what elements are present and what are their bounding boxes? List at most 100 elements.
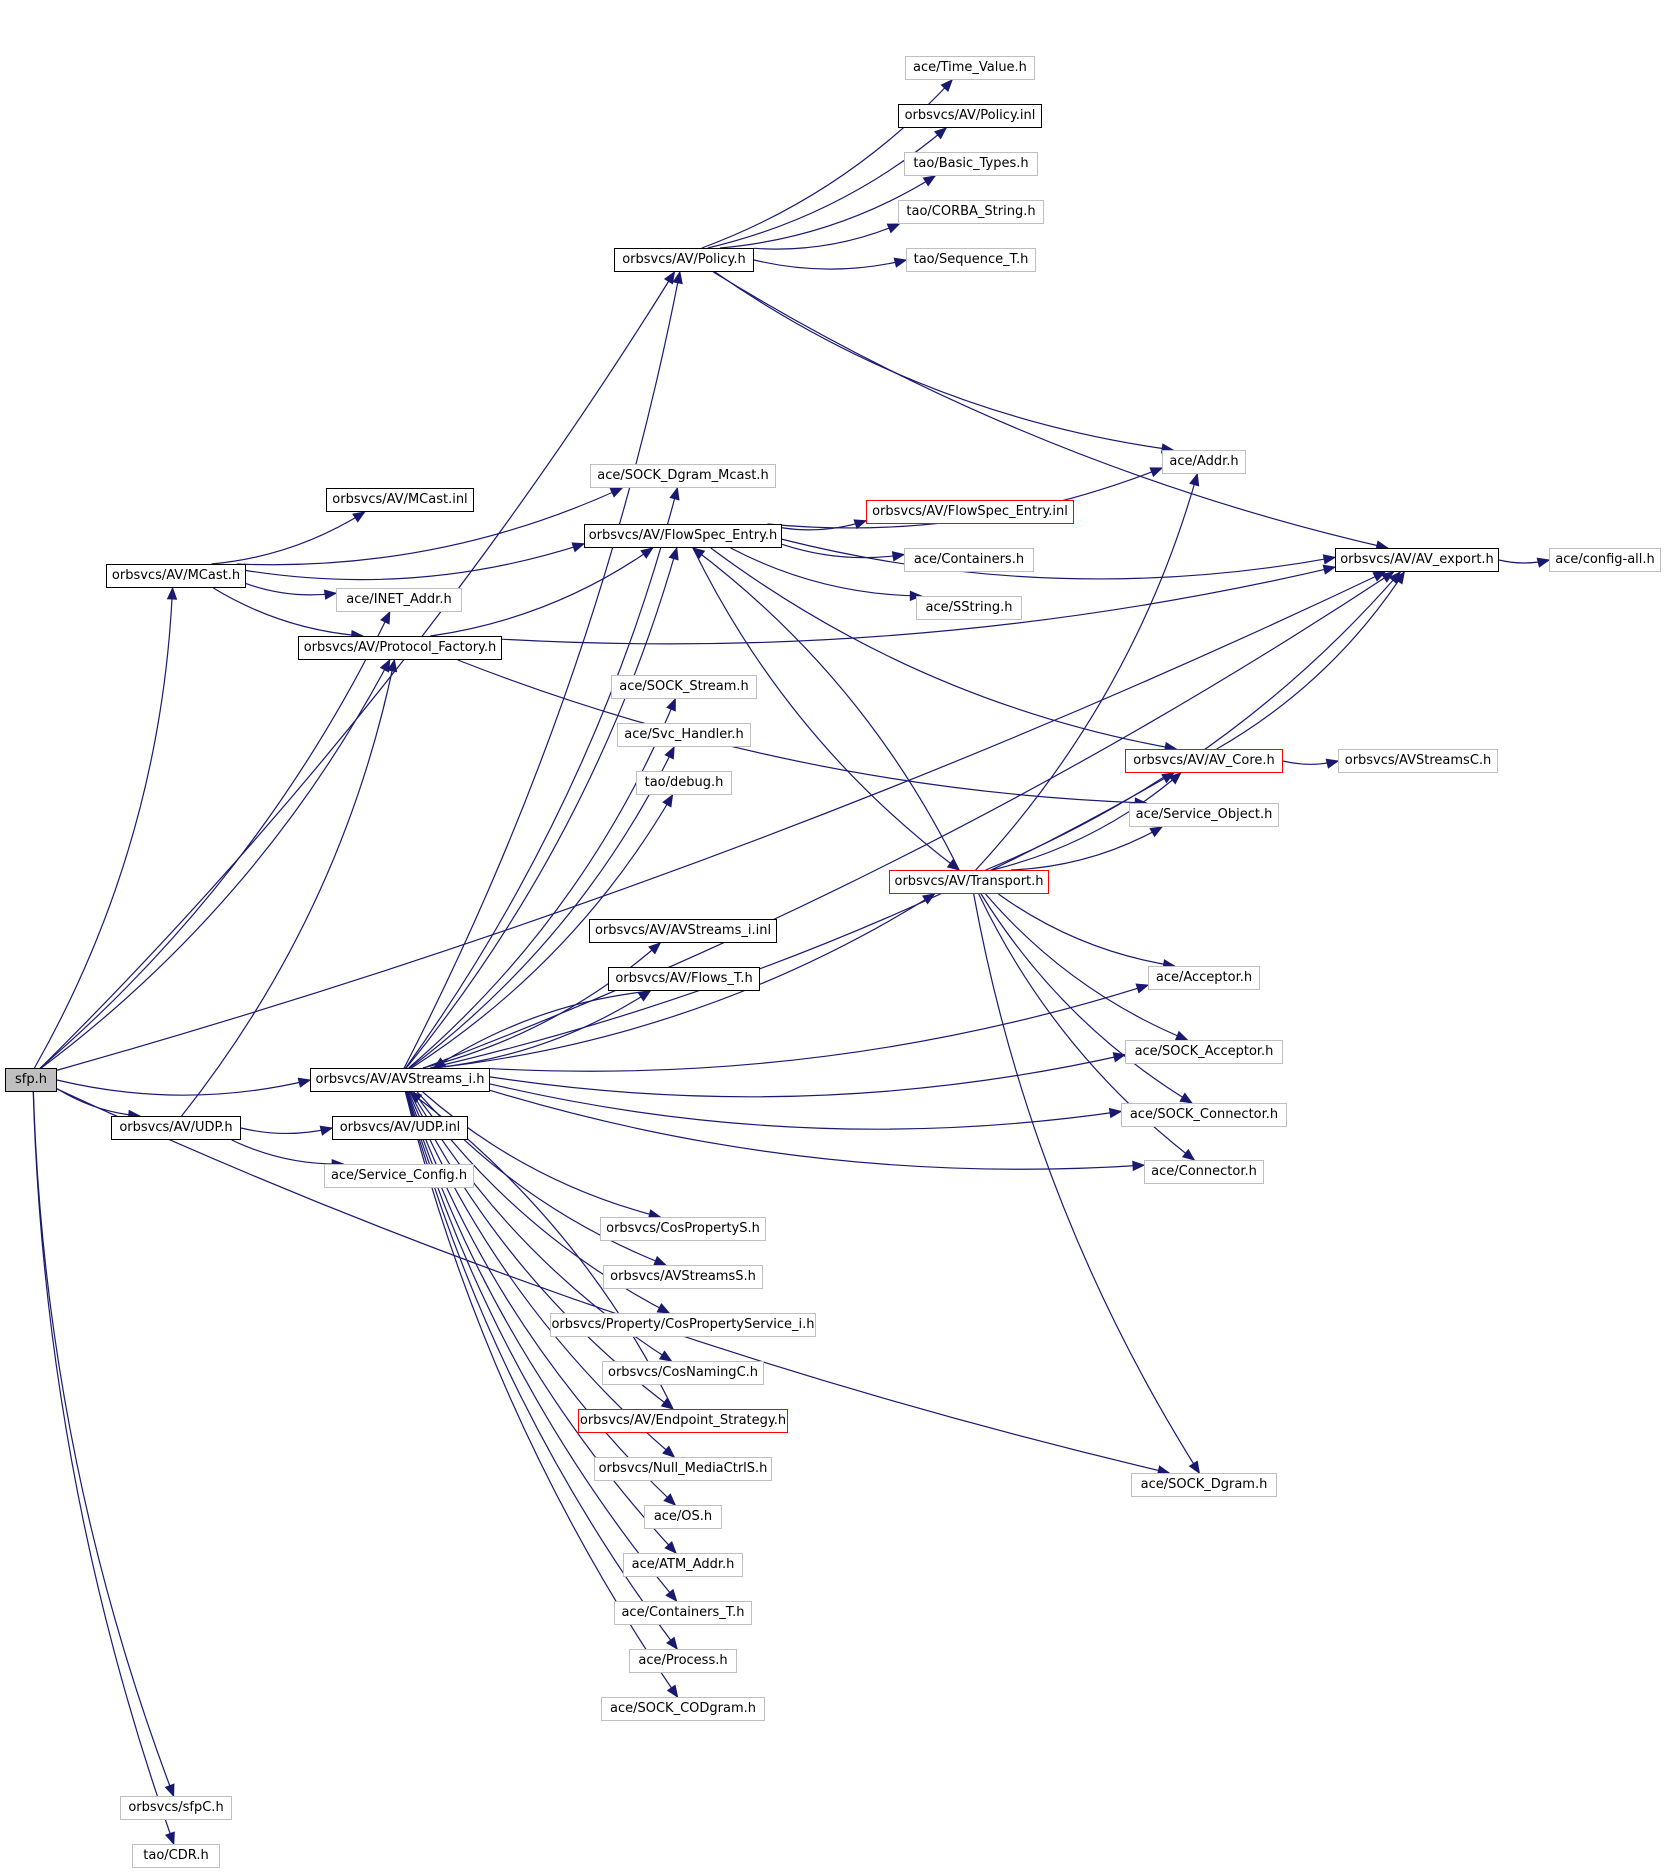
arrowhead-sfp_h-to-mcast_h <box>166 586 178 600</box>
node-av-core-h[interactable]: orbsvcs/AV/AV_Core.h <box>1125 749 1283 773</box>
node-sock-codgram-h[interactable]: ace/SOCK_CODgram.h <box>601 1697 765 1721</box>
node-null-mediactrls-h[interactable]: orbsvcs/Null_MediaCtrlS.h <box>594 1457 772 1481</box>
node-flowspec-entry-inl[interactable]: orbsvcs/AV/FlowSpec_Entry.inl <box>866 500 1074 524</box>
edge-avstreams_i_h-to-av_core_h <box>430 772 1175 1069</box>
arrowhead-avstreams_i_h-to-atm_addr_h <box>664 1541 677 1554</box>
node-cosnamingc-h[interactable]: orbsvcs/CosNamingC.h <box>602 1361 764 1385</box>
node-atm-addr-h[interactable]: ace/ATM_Addr.h <box>623 1553 743 1577</box>
node-svc-handler-h[interactable]: ace/Svc_Handler.h <box>617 723 751 747</box>
node-connector-h[interactable]: ace/Connector.h <box>1144 1160 1264 1184</box>
edge-udp_h-to-service_config_h <box>231 1139 344 1165</box>
arrowhead-avstreams_i_h-to-svc_handler_h <box>664 745 675 760</box>
node-sock-connector-h[interactable]: ace/SOCK_Connector.h <box>1121 1103 1287 1127</box>
edge-avstreams_i_h-to-sock_acceptor_h <box>489 1054 1126 1098</box>
arrowhead-transport_h-to-av_export_h <box>1388 571 1402 585</box>
node-sock-acceptor-h[interactable]: ace/SOCK_Acceptor.h <box>1125 1040 1283 1064</box>
arrowhead-av_core_h-to-avstreamsc_h <box>1325 758 1340 769</box>
edge-av_core_h-to-av_export_h <box>1216 571 1405 750</box>
node-debug-h[interactable]: tao/debug.h <box>636 771 732 795</box>
edge-flowspec_entry_h-to-containers_h <box>781 543 905 559</box>
edge-flowspec_entry_h-to-av_export_h <box>781 538 1336 580</box>
node-process-h[interactable]: ace/Process.h <box>629 1649 737 1673</box>
node-sequence-t-h[interactable]: tao/Sequence_T.h <box>906 248 1036 272</box>
node-udp-inl[interactable]: orbsvcs/AV/UDP.inl <box>332 1116 468 1140</box>
edge-transport_h-to-acceptor_h <box>998 893 1175 967</box>
edge-flowspec_entry_h-to-sstring_h <box>730 547 922 597</box>
arrowhead-mcast_h-to-inet_addr_h <box>323 589 338 600</box>
node-sock-dgram-mcast-h[interactable]: ace/SOCK_Dgram_Mcast.h <box>590 464 776 488</box>
node-acceptor-h[interactable]: ace/Acceptor.h <box>1148 966 1260 990</box>
node-basic-types-h[interactable]: tao/Basic_Types.h <box>904 152 1038 176</box>
node-avstreamss-h[interactable]: orbsvcs/AVStreamsS.h <box>603 1265 763 1289</box>
node-cdr-h[interactable]: tao/CDR.h <box>132 1844 220 1868</box>
node-policy-inl[interactable]: orbsvcs/AV/Policy.inl <box>898 104 1042 128</box>
edge-sfp_h-to-protocol_factory_h <box>40 659 391 1069</box>
edge-avstreams_i_h-to-flows_t_h <box>433 990 651 1069</box>
arrowhead-avstreams_i_h-to-sock_stream_h <box>666 697 676 712</box>
edge-sfp_h-to-cdr_h <box>32 1091 175 1845</box>
node-cospropertys-h[interactable]: orbsvcs/CosPropertyS.h <box>600 1217 766 1241</box>
node-udp-h[interactable]: orbsvcs/AV/UDP.h <box>111 1116 241 1140</box>
arrowhead-avstreams_i_h-to-sock_codgram_h <box>666 1684 679 1699</box>
edge-flowspec_entry_h-to-av_core_h <box>710 547 1177 750</box>
edge-policy_h-to-policy_inl <box>707 127 947 249</box>
node-policy-h[interactable]: orbsvcs/AV/Policy.h <box>614 248 754 272</box>
arrowhead-avstreams_i_h-to-sock_acceptor_h <box>1112 1052 1127 1063</box>
arrowhead-avstreams_i_h-to-cospropertyservice_i_h <box>656 1303 671 1314</box>
arrowhead-protocol_factory_h-to-flowspec_entry_h <box>640 547 654 559</box>
arrowhead-avstreams_i_h-to-flowspec_entry_h <box>668 546 679 561</box>
edge-protocol_factory_h-to-flowspec_entry_h <box>430 547 654 637</box>
node-flowspec-entry-h[interactable]: orbsvcs/AV/FlowSpec_Entry.h <box>584 524 782 548</box>
node-time-value-h[interactable]: ace/Time_Value.h <box>905 56 1035 80</box>
edge-avstreams_i_h-to-svc_handler_h <box>409 746 675 1069</box>
node-avstreams-i-h[interactable]: orbsvcs/AV/AVStreams_i.h <box>310 1068 490 1092</box>
edge-avstreams_i_h-to-av_export_h <box>423 571 1394 1069</box>
node-endpoint-strategy-h[interactable]: orbsvcs/AV/Endpoint_Strategy.h <box>578 1409 788 1433</box>
arrowhead-flows_t_h-to-avstreams_i_h <box>432 1057 447 1069</box>
node-corba-string-h[interactable]: tao/CORBA_String.h <box>898 200 1044 224</box>
arrowhead-transport_h-to-sock_connector_h <box>1179 1092 1194 1104</box>
edge-protocol_factory_h-to-service_object_h <box>457 659 1147 804</box>
node-os-h[interactable]: ace/OS.h <box>644 1505 722 1529</box>
edge-avstreams_i_h-to-policy_h <box>403 271 681 1069</box>
edge-transport_h-to-service_object_h <box>1011 826 1163 871</box>
node-sock-stream-h[interactable]: ace/SOCK_Stream.h <box>611 675 757 699</box>
edge-protocol_factory_h-to-av_export_h <box>501 566 1336 645</box>
arrowhead-sfp_h-to-policy_h <box>663 270 676 285</box>
node-avstreams-i-inl[interactable]: orbsvcs/AV/AVStreams_i.inl <box>589 919 777 943</box>
node-mcast-h[interactable]: orbsvcs/AV/MCast.h <box>106 564 246 588</box>
arrowhead-protocol_factory_h-to-av_export_h <box>1322 564 1337 575</box>
node-containers-t-h[interactable]: ace/Containers_T.h <box>614 1601 752 1625</box>
arrowhead-transport_h-to-sock_dgram_h <box>1188 1460 1201 1475</box>
arrowhead-av_export_h-to-config_all_h <box>1536 557 1551 568</box>
node-containers-h[interactable]: ace/Containers.h <box>904 548 1034 572</box>
arrowhead-transport_h-to-addr_h <box>1189 472 1200 487</box>
node-flows-t-h[interactable]: orbsvcs/AV/Flows_T.h <box>608 967 760 991</box>
edge-avstreams_i_h-to-sock_stream_h <box>408 698 676 1069</box>
node-addr-h[interactable]: ace/Addr.h <box>1162 450 1246 474</box>
node-av-export-h[interactable]: orbsvcs/AV/AV_export.h <box>1335 548 1499 572</box>
node-protocol-factory-h[interactable]: orbsvcs/AV/Protocol_Factory.h <box>298 636 502 660</box>
node-mcast-inl[interactable]: orbsvcs/AV/MCast.inl <box>326 488 474 512</box>
edge-mcast_h-to-mcast_inl <box>211 511 365 565</box>
node-sstring-h[interactable]: ace/SString.h <box>916 596 1022 620</box>
edge-mcast_h-to-inet_addr_h <box>245 582 337 596</box>
node-sfpc-h[interactable]: orbsvcs/sfpC.h <box>120 1796 232 1820</box>
edge-sfp_h-to-sfpc_h <box>32 1091 175 1797</box>
arrowhead-flowspec_entry_h-to-transport_h <box>946 858 961 871</box>
node-transport-h[interactable]: orbsvcs/AV/Transport.h <box>889 870 1049 894</box>
node-avstreamsc-h[interactable]: orbsvcs/AVStreamsC.h <box>1338 749 1498 773</box>
node-cospropertyservice-i-h[interactable]: orbsvcs/Property/CosPropertyService_i.h <box>550 1313 816 1337</box>
node-inet-addr-h[interactable]: ace/INET_Addr.h <box>336 588 462 612</box>
node-config-all-h[interactable]: ace/config-all.h <box>1549 548 1661 572</box>
edge-sfp_h-to-policy_h <box>40 271 675 1069</box>
arrowhead-avstreams_i_h-to-debug_h <box>662 793 674 808</box>
node-service-object-h[interactable]: ace/Service_Object.h <box>1129 803 1279 827</box>
arrowhead-flowspec_entry_h-to-av_export_h <box>1322 554 1337 565</box>
arrowhead-policy_h-to-sequence_t_h <box>893 257 908 268</box>
edge-sfp_h-to-sock_dgram_h <box>56 1088 1170 1474</box>
node-service-config-h[interactable]: ace/Service_Config.h <box>324 1164 474 1188</box>
edge-transport_h-to-addr_h <box>975 473 1198 871</box>
node-sock-dgram-h[interactable]: ace/SOCK_Dgram.h <box>1131 1473 1277 1497</box>
arrowhead-avstreams_i_h-to-avstreams_i_inl <box>648 942 662 955</box>
